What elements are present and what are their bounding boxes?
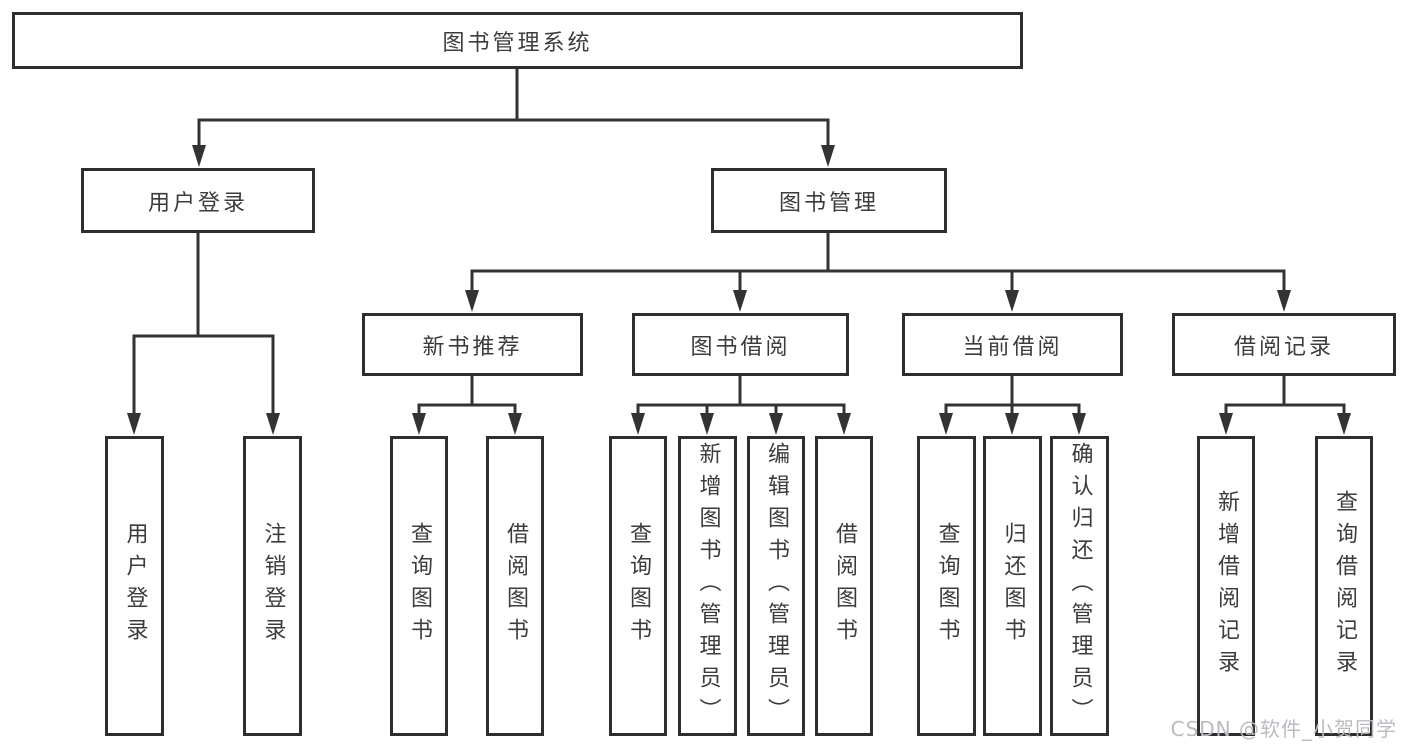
leaf-borrow-query-book-label: 查询图书: [626, 522, 651, 650]
leaf-record-add-borrow-record: 新增借阅记录: [1197, 436, 1255, 736]
arrowhead-bb-edit: [769, 413, 783, 435]
edge-login-rail: [132, 231, 275, 338]
node-borrow-record: 借阅记录: [1172, 313, 1396, 376]
arrowhead-cb-return: [1005, 413, 1019, 435]
leaf-recommend-query-book-label: 查询图书: [407, 522, 432, 650]
arrowhead-records: [1277, 290, 1291, 312]
arrowhead-user-login: [192, 145, 206, 167]
arrowhead-bb-borrow: [837, 413, 851, 435]
leaf-recommend-query-book: 查询图书: [390, 436, 448, 736]
arrowhead-borrow: [733, 290, 747, 312]
arrowhead-cb-confirm: [1072, 413, 1086, 435]
node-user-login-label: 用户登录: [147, 190, 248, 216]
leaf-recommend-borrow-book-label: 借阅图书: [503, 522, 528, 650]
arrowhead-bb-add: [700, 413, 714, 435]
node-new-book-recommend: 新书推荐: [362, 313, 583, 376]
edge-root-rail: [197, 66, 830, 122]
arrowhead-cb-query: [939, 413, 953, 435]
leaf-record-add-borrow-record-label: 新增借阅记录: [1214, 490, 1239, 682]
arrowhead-br-add: [1219, 413, 1233, 435]
arrowhead-bb-query: [631, 413, 645, 435]
edge-rec-rail: [417, 374, 517, 407]
leaf-current-return-book-label: 归还图书: [1000, 522, 1026, 650]
arrowhead-rec-query: [412, 413, 426, 435]
leaf-current-query-book-label: 查询图书: [934, 522, 960, 650]
leaf-borrow-add-book-admin: 新增图书（管理员）: [678, 436, 737, 736]
node-book-borrow: 图书借阅: [632, 313, 849, 376]
leaf-record-query-borrow-record-label: 查询借阅记录: [1332, 490, 1357, 682]
node-book-borrow-label: 图书借阅: [690, 334, 791, 360]
leaf-borrow-borrow-book-label: 借阅图书: [832, 522, 857, 650]
leaf-borrow-add-book-admin-label: 新增图书（管理员）: [695, 442, 721, 730]
arrowhead-recommend: [465, 290, 479, 312]
leaf-current-query-book: 查询图书: [917, 436, 976, 736]
node-book-management-label: 图书管理: [778, 190, 879, 216]
leaf-logout: 注销登录: [243, 436, 302, 736]
arrowhead-rec-borrow: [508, 413, 522, 435]
leaf-borrow-edit-book-admin-label: 编辑图书（管理员）: [764, 442, 789, 730]
node-user-login: 用户登录: [81, 168, 315, 233]
leaf-logout-label: 注销登录: [260, 522, 286, 650]
leaf-current-confirm-return-admin-label: 确认归还（管理员）: [1067, 442, 1093, 730]
node-current-borrow: 当前借阅: [902, 313, 1123, 376]
node-new-book-recommend-label: 新书推荐: [422, 334, 523, 360]
node-system-root: 图书管理系统: [12, 12, 1023, 69]
node-system-root-label: 图书管理系统: [442, 30, 593, 56]
arrowhead-current: [1005, 290, 1019, 312]
node-current-borrow-label: 当前借阅: [962, 334, 1063, 360]
node-book-management: 图书管理: [711, 168, 947, 233]
leaf-borrow-query-book: 查询图书: [609, 436, 667, 736]
edge-br-rail: [1224, 374, 1346, 407]
arrowhead-leaf-logout: [266, 413, 280, 435]
leaf-user-login: 用户登录: [105, 436, 164, 736]
leaf-record-query-borrow-record: 查询借阅记录: [1315, 436, 1373, 736]
leaf-borrow-edit-book-admin: 编辑图书（管理员）: [747, 436, 805, 736]
edge-cb-rail: [944, 374, 1081, 407]
arrowhead-br-query: [1337, 413, 1351, 435]
leaf-current-return-book: 归还图书: [983, 436, 1042, 736]
leaf-recommend-borrow-book: 借阅图书: [486, 436, 544, 736]
edge-bb-rail: [636, 374, 846, 407]
node-borrow-record-label: 借阅记录: [1233, 334, 1334, 360]
arrowhead-leaf-user-login: [127, 413, 141, 435]
leaf-user-login-label: 用户登录: [122, 522, 148, 650]
leaf-borrow-borrow-book: 借阅图书: [815, 436, 873, 736]
leaf-current-confirm-return-admin: 确认归还（管理员）: [1050, 436, 1109, 736]
edge-mgmt-rail: [470, 231, 1286, 273]
csdn-watermark: CSDN @软件_小贺同学: [1170, 717, 1397, 741]
arrowhead-book-mgmt: [821, 145, 835, 167]
